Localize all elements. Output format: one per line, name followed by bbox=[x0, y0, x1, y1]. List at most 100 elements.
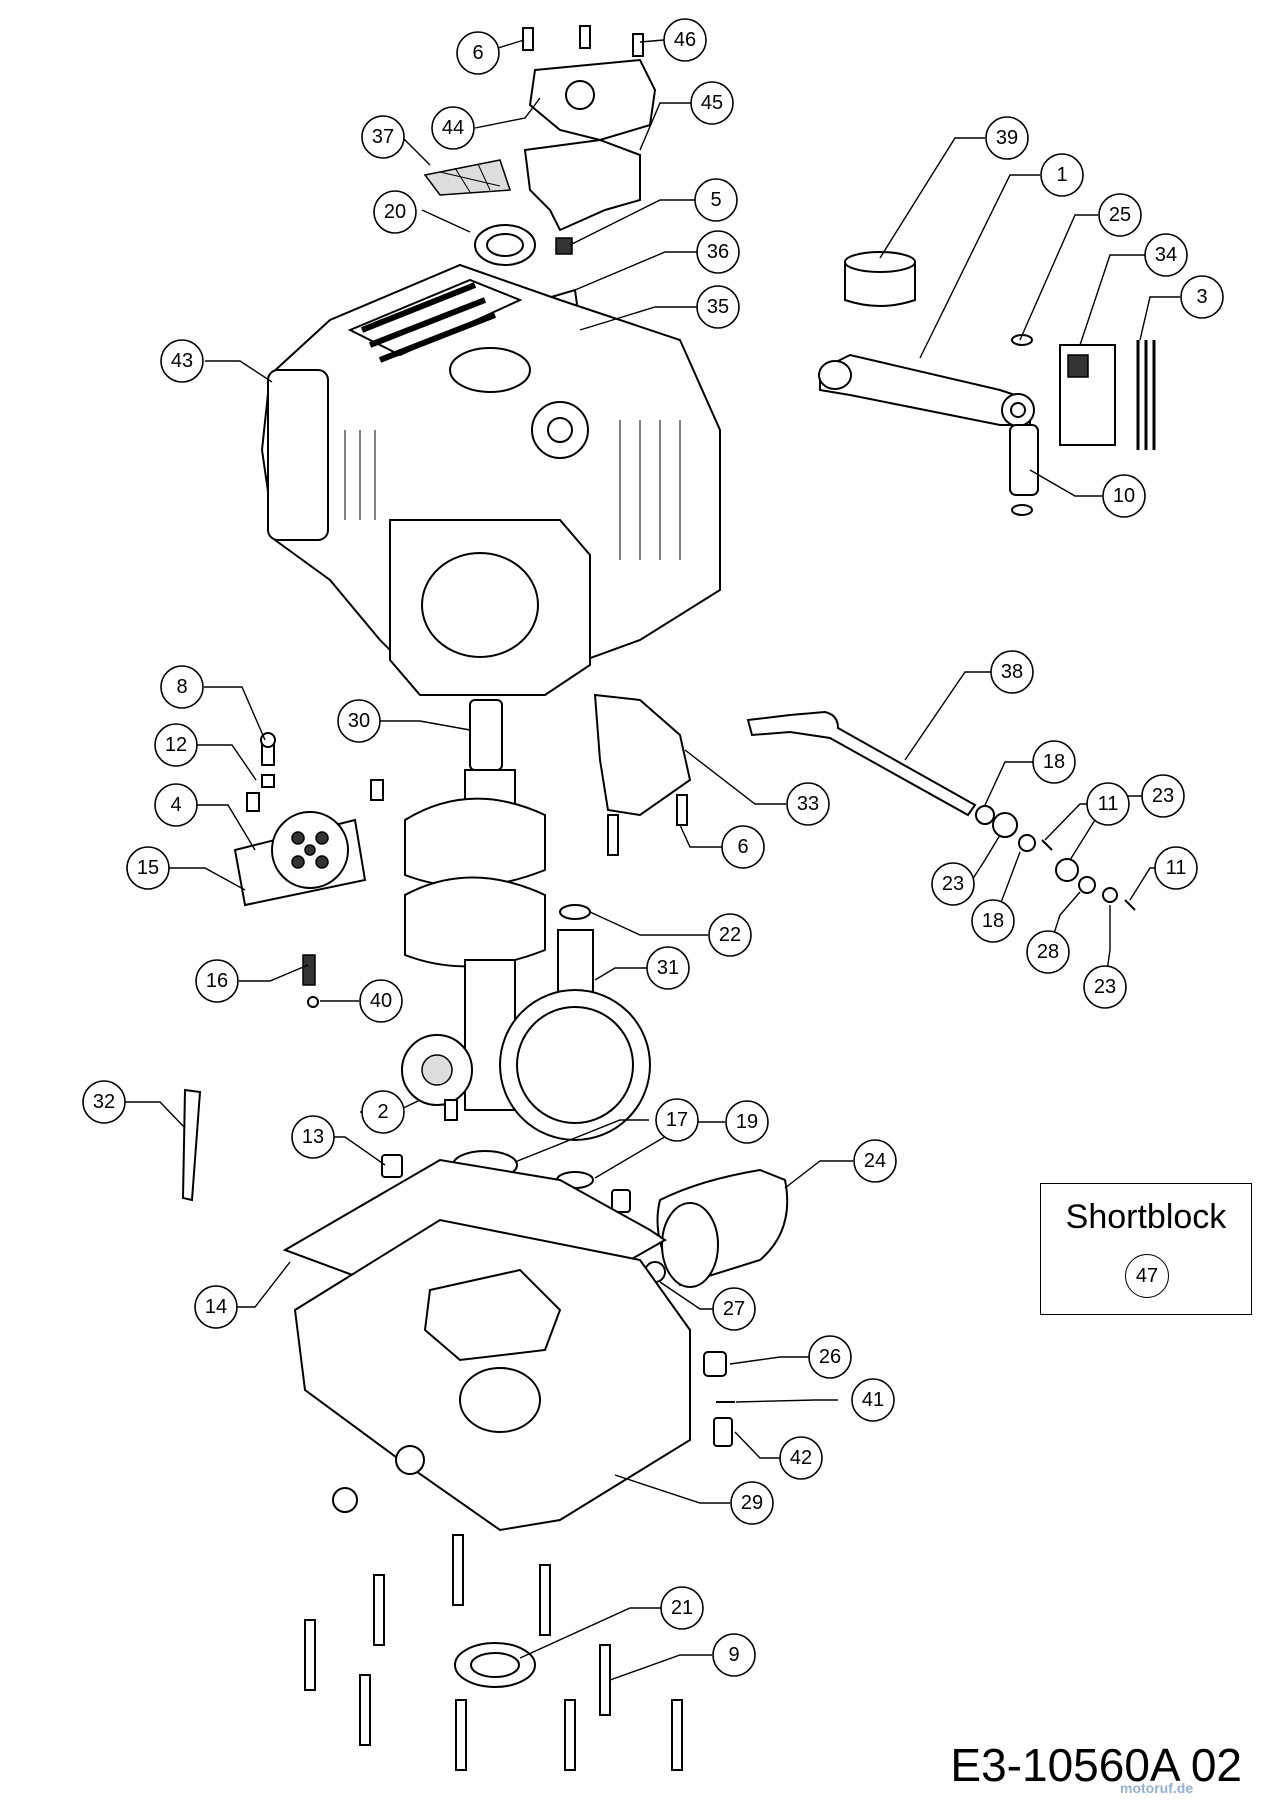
callout-label: 23 bbox=[1152, 785, 1174, 807]
callout-33: 33 bbox=[786, 782, 830, 826]
callout-label: 23 bbox=[1094, 976, 1116, 998]
callout-18-upper: 18 bbox=[1032, 740, 1076, 784]
callout-25: 25 bbox=[1098, 193, 1142, 237]
callout-4: 4 bbox=[154, 783, 198, 827]
callout-label: 35 bbox=[707, 296, 729, 318]
callout-label: 12 bbox=[165, 734, 187, 756]
callout-16: 16 bbox=[195, 959, 239, 1003]
callout-23-upper: 23 bbox=[1141, 774, 1185, 818]
callout-label: 25 bbox=[1109, 204, 1131, 226]
callout-label: 24 bbox=[864, 1150, 886, 1172]
callout-label: 30 bbox=[348, 710, 370, 732]
callout-label: 20 bbox=[384, 201, 406, 223]
callout-label: 29 bbox=[741, 1492, 763, 1514]
callout-label: 8 bbox=[176, 676, 187, 698]
callout-31: 31 bbox=[646, 946, 690, 990]
diagram-code: E3-10560A 02 bbox=[950, 1739, 1242, 1791]
callout-label: 2 bbox=[377, 1101, 388, 1123]
callout-label: 16 bbox=[206, 970, 228, 992]
callout-label: 43 bbox=[171, 350, 193, 372]
callout-label: 4 bbox=[170, 794, 181, 816]
callout-label: 11 bbox=[1098, 793, 1119, 815]
callout-45: 45 bbox=[690, 81, 734, 125]
callout-label: 10 bbox=[1113, 485, 1135, 507]
callout-label: 6 bbox=[737, 836, 748, 858]
callout-37: 37 bbox=[361, 115, 405, 159]
callout-label: 36 bbox=[707, 241, 729, 263]
callout-label: 22 bbox=[719, 924, 741, 946]
callout-13: 13 bbox=[291, 1115, 335, 1159]
callout-43: 43 bbox=[160, 339, 204, 383]
callout-11-lower: 11 bbox=[1154, 846, 1198, 890]
callout-label: 41 bbox=[862, 1389, 884, 1411]
callout-6-top: 6 bbox=[456, 31, 500, 75]
shortblock-title: Shortblock bbox=[1065, 1198, 1227, 1236]
callout-15: 15 bbox=[126, 846, 170, 890]
callout-9: 9 bbox=[712, 1633, 756, 1677]
callout-label: 5 bbox=[710, 189, 721, 211]
callout-24: 24 bbox=[853, 1139, 897, 1183]
callout-28: 28 bbox=[1026, 930, 1070, 974]
callout-label: 39 bbox=[996, 127, 1018, 149]
callout-11-upper: 11 bbox=[1086, 782, 1130, 826]
callout-17: 17 bbox=[655, 1098, 699, 1142]
callout-30: 30 bbox=[337, 699, 381, 743]
callout-label: 37 bbox=[372, 126, 394, 148]
callout-label: 34 bbox=[1155, 244, 1177, 266]
callout-6-mid: 6 bbox=[721, 825, 765, 869]
callout-12: 12 bbox=[154, 723, 198, 767]
callout-label: 18 bbox=[1043, 751, 1065, 773]
callout-40: 40 bbox=[359, 979, 403, 1023]
callout-46: 46 bbox=[663, 18, 707, 62]
callout-label: 3 bbox=[1196, 286, 1207, 308]
callout-label: 26 bbox=[819, 1346, 841, 1368]
callout-label: 11 bbox=[1166, 857, 1187, 879]
callout-26: 26 bbox=[808, 1335, 852, 1379]
callout-label: 31 bbox=[657, 957, 679, 979]
callout-34: 34 bbox=[1144, 233, 1188, 277]
callout-23-left: 23 bbox=[931, 862, 975, 906]
callout-label: 33 bbox=[797, 793, 819, 815]
callout-2: 2 bbox=[361, 1090, 405, 1134]
callout-label: 19 bbox=[736, 1111, 758, 1133]
callouts: 6 46 44 45 37 20 5 36 35 43 39 1 25 34 3… bbox=[82, 18, 1224, 1677]
callout-label: 13 bbox=[302, 1126, 324, 1148]
callout-5: 5 bbox=[694, 178, 738, 222]
callout-label: 17 bbox=[666, 1109, 688, 1131]
callout-label: 42 bbox=[790, 1447, 812, 1469]
callout-label: 46 bbox=[674, 29, 696, 51]
callout-label: 21 bbox=[671, 1597, 693, 1619]
callout-22: 22 bbox=[708, 913, 752, 957]
callout-21: 21 bbox=[660, 1586, 704, 1630]
callout-19: 19 bbox=[725, 1100, 769, 1144]
callout-8: 8 bbox=[160, 665, 204, 709]
callout-1: 1 bbox=[1040, 153, 1084, 197]
callout-10: 10 bbox=[1102, 474, 1146, 518]
callout-38: 38 bbox=[990, 650, 1034, 694]
callout-label: 28 bbox=[1037, 941, 1059, 963]
callout-36: 36 bbox=[696, 230, 740, 274]
callout-label: 27 bbox=[723, 1298, 745, 1320]
watermark-logo: motoruf.de bbox=[1120, 1780, 1194, 1796]
callout-label: 9 bbox=[728, 1644, 739, 1666]
callout-3: 3 bbox=[1180, 275, 1224, 319]
callout-27: 27 bbox=[712, 1287, 756, 1331]
shortblock-legend-box: Shortblock 47 bbox=[1040, 1183, 1252, 1315]
callout-label: 44 bbox=[442, 117, 464, 139]
callout-29: 29 bbox=[730, 1481, 774, 1525]
callout-label: 15 bbox=[137, 857, 159, 879]
callout-23-lower: 23 bbox=[1083, 965, 1127, 1009]
callout-44: 44 bbox=[431, 106, 475, 150]
callout-label: 1 bbox=[1056, 164, 1067, 186]
callout-14: 14 bbox=[194, 1285, 238, 1329]
callout-label: 32 bbox=[93, 1091, 115, 1113]
callout-41: 41 bbox=[851, 1378, 895, 1422]
callout-label: 45 bbox=[701, 92, 723, 114]
callout-label: 6 bbox=[472, 42, 483, 64]
shortblock-number: 47 bbox=[1125, 1254, 1169, 1298]
leader-lines bbox=[102, 39, 1180, 1681]
callout-35: 35 bbox=[696, 285, 740, 329]
callout-label: 40 bbox=[370, 990, 392, 1012]
callout-32: 32 bbox=[82, 1080, 126, 1124]
